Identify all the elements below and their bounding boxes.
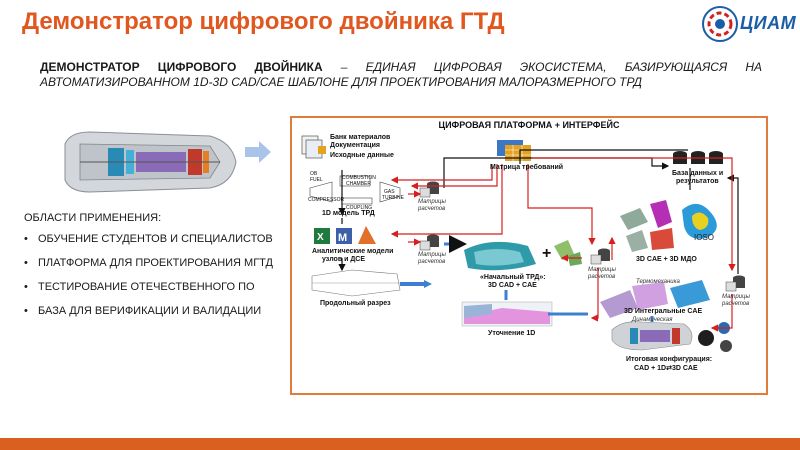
integral-cae-images (600, 280, 710, 318)
database-label: База данных и (672, 170, 724, 177)
flow-arrow (519, 149, 688, 164)
cae-mdo-images: IOSO (620, 200, 717, 252)
thermomechanics-label: Термомеханика (636, 279, 680, 285)
svg-text:+: + (542, 245, 551, 262)
logo-text: ЦИАМ (740, 13, 797, 33)
chamber-label: CHAMBER (346, 181, 372, 187)
requirement-arrow (590, 268, 599, 322)
diagram-title: ЦИФРОВАЯ ПЛАТФОРМА + ИНТЕРФЕЙС (438, 120, 620, 130)
longitudinal-section-label: Продольный разрез (320, 300, 391, 307)
svg-text:X: X (317, 232, 324, 243)
area-item: ОБУЧЕНИЕ СТУДЕНТОВ И СПЕЦИАЛИСТОВ (24, 233, 273, 257)
requirements-matrix-icon (497, 140, 531, 161)
calc-matrix-label: расчетов (588, 274, 616, 280)
engine-cutaway-image (64, 131, 237, 193)
longitudinal-section-drawing (311, 269, 401, 297)
documentation-label: Документация (330, 142, 380, 149)
requirement-arrow (390, 164, 493, 184)
calc-matrix-icon (725, 275, 745, 292)
compressor-label: COMPRESSOR (308, 197, 345, 203)
coupling-label: COUPLING (346, 205, 373, 211)
final-config-label: Итоговая конфигурация: (626, 356, 713, 363)
mathcad-icon: M (336, 228, 352, 244)
initial-trd-label: «Начальный ТРД»: (480, 274, 546, 281)
calc-matrix-icon (419, 181, 439, 198)
excel-icon: X (314, 228, 330, 244)
matlab-icon (358, 226, 376, 244)
calc-matrix-label: расчетов (418, 259, 446, 265)
process-arrow-head (424, 280, 432, 288)
integral-cae-label: 3D Интегральные CAE (624, 308, 703, 315)
documents-icon (301, 135, 326, 159)
areas-list: ОБУЧЕНИЕ СТУДЕНТОВ И СПЕЦИАЛИСТОВ ПЛАТФО… (24, 233, 273, 329)
calc-matrix-icon (419, 234, 439, 251)
calc-matrix-label: Матрицы (418, 252, 446, 258)
input-data-label: Исходные данные (330, 152, 394, 159)
area-item: БАЗА ДЛЯ ВЕРИФИКАЦИИ И ВАЛИДАЦИИ (24, 305, 273, 329)
final-configuration-engine (611, 321, 732, 352)
area-item: ПЛАТФОРМА ДЛЯ ПРОЕКТИРОВАНИЯ МГТД (24, 257, 273, 281)
calc-matrix-label: расчетов (418, 206, 446, 212)
svg-text:M: M (338, 232, 347, 244)
turbine-label: TURBINE (382, 195, 404, 201)
calc-matrix-label: Матрицы (588, 267, 616, 273)
subtitle-lead: ДЕМОНСТРАТОР ЦИФРОВОГО ДВОЙНИКА (40, 60, 323, 74)
fuel-label: FUEL (310, 177, 323, 183)
analytic-models-label: Аналитические модели (312, 248, 394, 255)
refinement-1d-label: Уточнение 1D (488, 330, 536, 337)
calc-matrix-icon (590, 248, 610, 265)
subtitle-rest: – ЕДИНАЯ ЦИФРОВАЯ ЭКОСИСТЕМА, БАЗИРУЮЩАЯ… (40, 60, 762, 89)
arrow-right-icon (245, 141, 271, 163)
database-label-2: результатов (676, 178, 719, 185)
areas-title: ОБЛАСТИ ПРИМЕНЕНИЯ: (24, 212, 162, 224)
analytic-models-label-2: узлов и ДСЕ (322, 256, 366, 263)
calc-matrix-label: расчетов (722, 301, 750, 307)
materials-bank-label: Банк материалов (330, 134, 391, 141)
initial-trd-3d-model: + (464, 240, 582, 271)
cae-mdo-label: 3D CAE + 3D МДО (636, 256, 697, 263)
initial-trd-label-2: 3D CAD + CAE (488, 282, 537, 289)
digital-platform-diagram: ЦИФРОВАЯ ПЛАТФОРМА + ИНТЕРФЕЙС (290, 116, 768, 395)
dynamics-label: Динамическая (632, 317, 673, 323)
requirement-arrow (710, 294, 733, 332)
model-1d-scheme (309, 175, 401, 205)
calc-matrix-label: Матрицы (418, 199, 446, 205)
database-icon (673, 151, 723, 164)
ciam-emblem-icon (702, 6, 738, 42)
final-config-label-2: CAD + 1D⇄3D CAE (634, 365, 698, 372)
flow-arrow (726, 174, 739, 274)
flow-arrow (443, 157, 670, 188)
area-item: ТЕСТИРОВАНИЕ ОТЕЧЕСТВЕННОГО ПО (24, 281, 273, 305)
diagram-graphics: X M + IOSO (301, 135, 745, 352)
ob-label: OB (310, 171, 318, 177)
calc-matrix-label: Матрицы (722, 294, 750, 300)
requirement-arrow (410, 164, 498, 190)
requirements-matrix-label: Матрица требований (490, 164, 564, 171)
combustion-label: COMBUSTION (342, 175, 376, 181)
gas-label: GAS (384, 189, 395, 195)
requirement-arrow (390, 164, 503, 238)
ioso-logo-text: IOSO (694, 233, 714, 242)
footer-bar (0, 438, 800, 450)
subtitle: ДЕМОНСТРАТОР ЦИФРОВОГО ДВОЙНИКА – ЕДИНАЯ… (40, 60, 762, 90)
page-title: Демонстратор цифрового двойника ГТД (22, 8, 505, 35)
ciam-logo: ЦИАМ (700, 4, 796, 46)
requirement-arrow (527, 164, 596, 246)
refinement-1d-image (461, 301, 553, 327)
model-1d-label: 1D модель ТРД (322, 210, 375, 217)
requirement-arrow (532, 157, 736, 272)
